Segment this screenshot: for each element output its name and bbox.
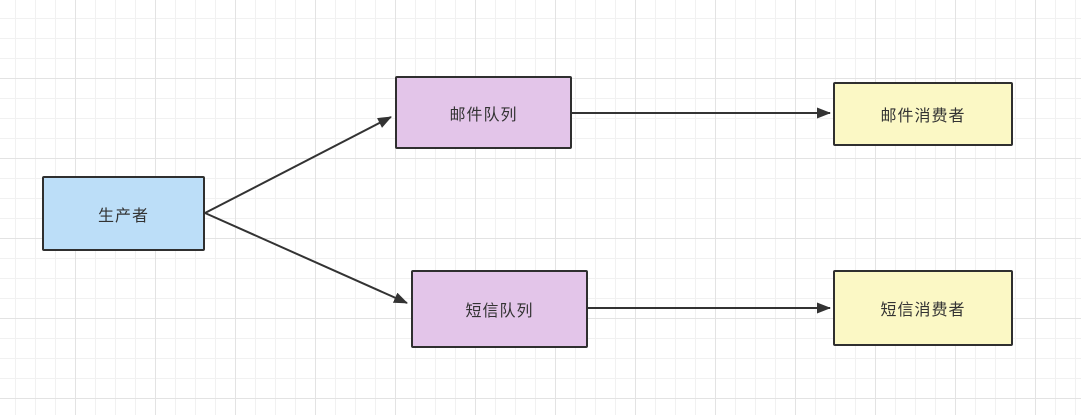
node-producer-label: 生产者 <box>97 207 149 225</box>
node-sms-consumer-label: 短信消费者 <box>880 302 966 319</box>
node-mail-queue-label: 邮件队列 <box>449 106 518 124</box>
node-mail-queue[interactable]: 邮件队列 <box>395 76 572 149</box>
edge-producer-to-sms-queue[interactable] <box>204 212 408 304</box>
node-sms-consumer[interactable]: 短信消费者 <box>833 270 1013 346</box>
node-mail-consumer[interactable]: 邮件消费者 <box>833 82 1013 146</box>
node-sms-queue-label: 短信队列 <box>465 303 534 320</box>
node-mail-consumer-label: 邮件消费者 <box>880 108 966 125</box>
node-producer[interactable]: 生产者 <box>42 176 205 251</box>
node-sms-queue[interactable]: 短信队列 <box>411 270 588 348</box>
edge-producer-to-mail-queue[interactable] <box>204 116 392 214</box>
